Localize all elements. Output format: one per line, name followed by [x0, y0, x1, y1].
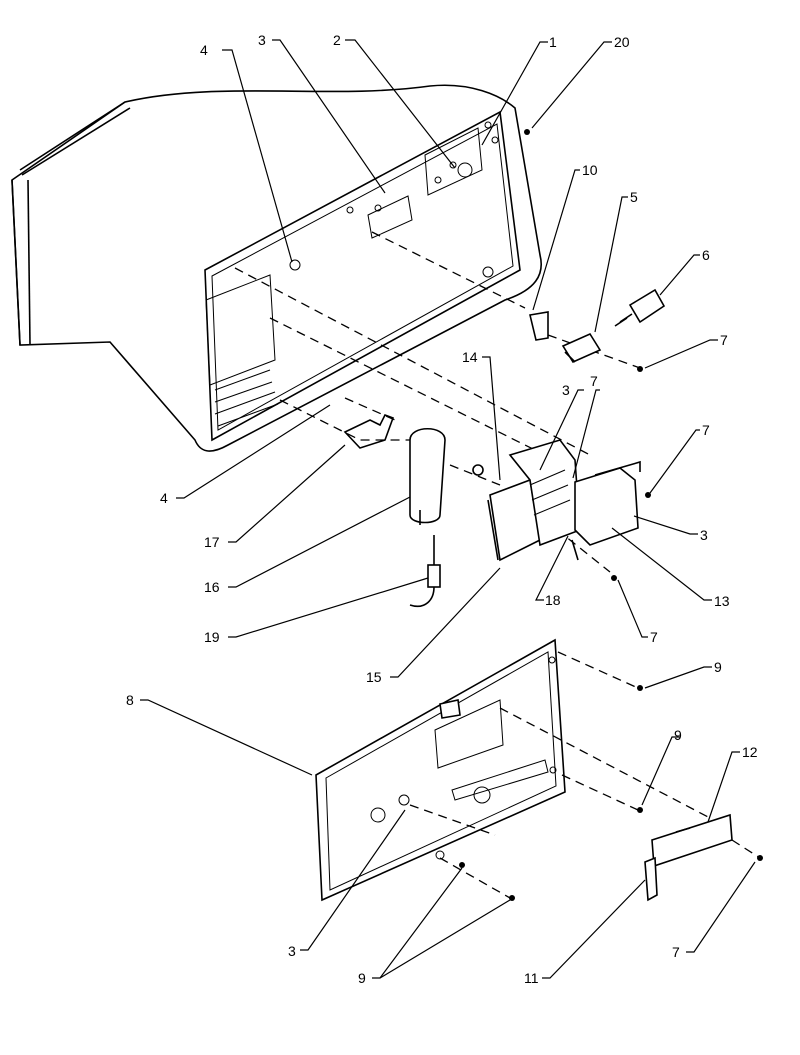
cabinet-housing [11, 84, 542, 452]
part-screw-9c [459, 862, 465, 868]
callout-9-bottom: 9 [358, 970, 366, 986]
callout-3-right: 3 [700, 527, 708, 543]
callout-14: 14 [462, 349, 478, 365]
front-panel [315, 638, 566, 902]
part-screw-7b [645, 492, 651, 498]
assembly-lines-upper [234, 231, 641, 573]
leader-lines [140, 39, 756, 979]
callout-16: 16 [204, 579, 220, 595]
part-shaft-6 [614, 288, 666, 327]
callout-20: 20 [614, 34, 630, 50]
part-screw-7a [637, 366, 643, 372]
callout-18: 18 [545, 592, 561, 608]
callout-9-right: 9 [714, 659, 722, 675]
callout-6: 6 [702, 247, 710, 263]
part-pin-18 [571, 539, 579, 561]
part-bracket-17 [343, 413, 395, 449]
callout-11: 11 [524, 970, 539, 986]
part-screw-9a [637, 685, 643, 691]
callout-5: 5 [630, 189, 638, 205]
callout-13: 13 [714, 593, 730, 609]
part-screw-9b [637, 807, 643, 813]
callout-2: 2 [333, 32, 341, 48]
callout-7-right-a: 7 [720, 332, 728, 348]
callout-19: 19 [204, 629, 220, 645]
callout-15: 15 [366, 669, 382, 685]
callout-4-top: 4 [200, 42, 208, 58]
part-screw-7c [611, 575, 617, 581]
callout-3-top: 3 [258, 32, 266, 48]
callout-3-mid: 3 [562, 382, 570, 398]
callout-9-mid: 9 [674, 727, 682, 743]
part-screw-7d [757, 855, 763, 861]
part-screw-9d [509, 895, 515, 901]
callout-7-lower: 7 [650, 629, 658, 645]
part-knob-5 [561, 332, 602, 364]
assembly-lines-lower [409, 651, 761, 899]
callout-1: 1 [549, 34, 557, 50]
part-capacitor-16 [409, 428, 446, 525]
part-wire-19 [409, 535, 441, 607]
callout-17: 17 [204, 534, 220, 550]
part-bracket-10 [529, 311, 549, 341]
callout-8: 8 [126, 692, 134, 708]
callout-labels: 4 3 2 1 20 10 5 6 7 14 3 7 7 3 13 18 7 4… [126, 32, 758, 986]
part-screw-20 [524, 129, 530, 135]
callout-7-mid: 7 [590, 373, 598, 389]
part-washer [472, 464, 484, 476]
callout-7-right-b: 7 [702, 422, 710, 438]
callout-10: 10 [582, 162, 598, 178]
callout-3-bottom: 3 [288, 943, 296, 959]
callout-7-bottom: 7 [672, 944, 680, 960]
part-cover-11-12 [644, 813, 733, 902]
callout-4-left: 4 [160, 490, 168, 506]
callout-12: 12 [742, 744, 758, 760]
part-transformer-13 [574, 460, 641, 546]
part-relay-14-15 [487, 439, 581, 562]
